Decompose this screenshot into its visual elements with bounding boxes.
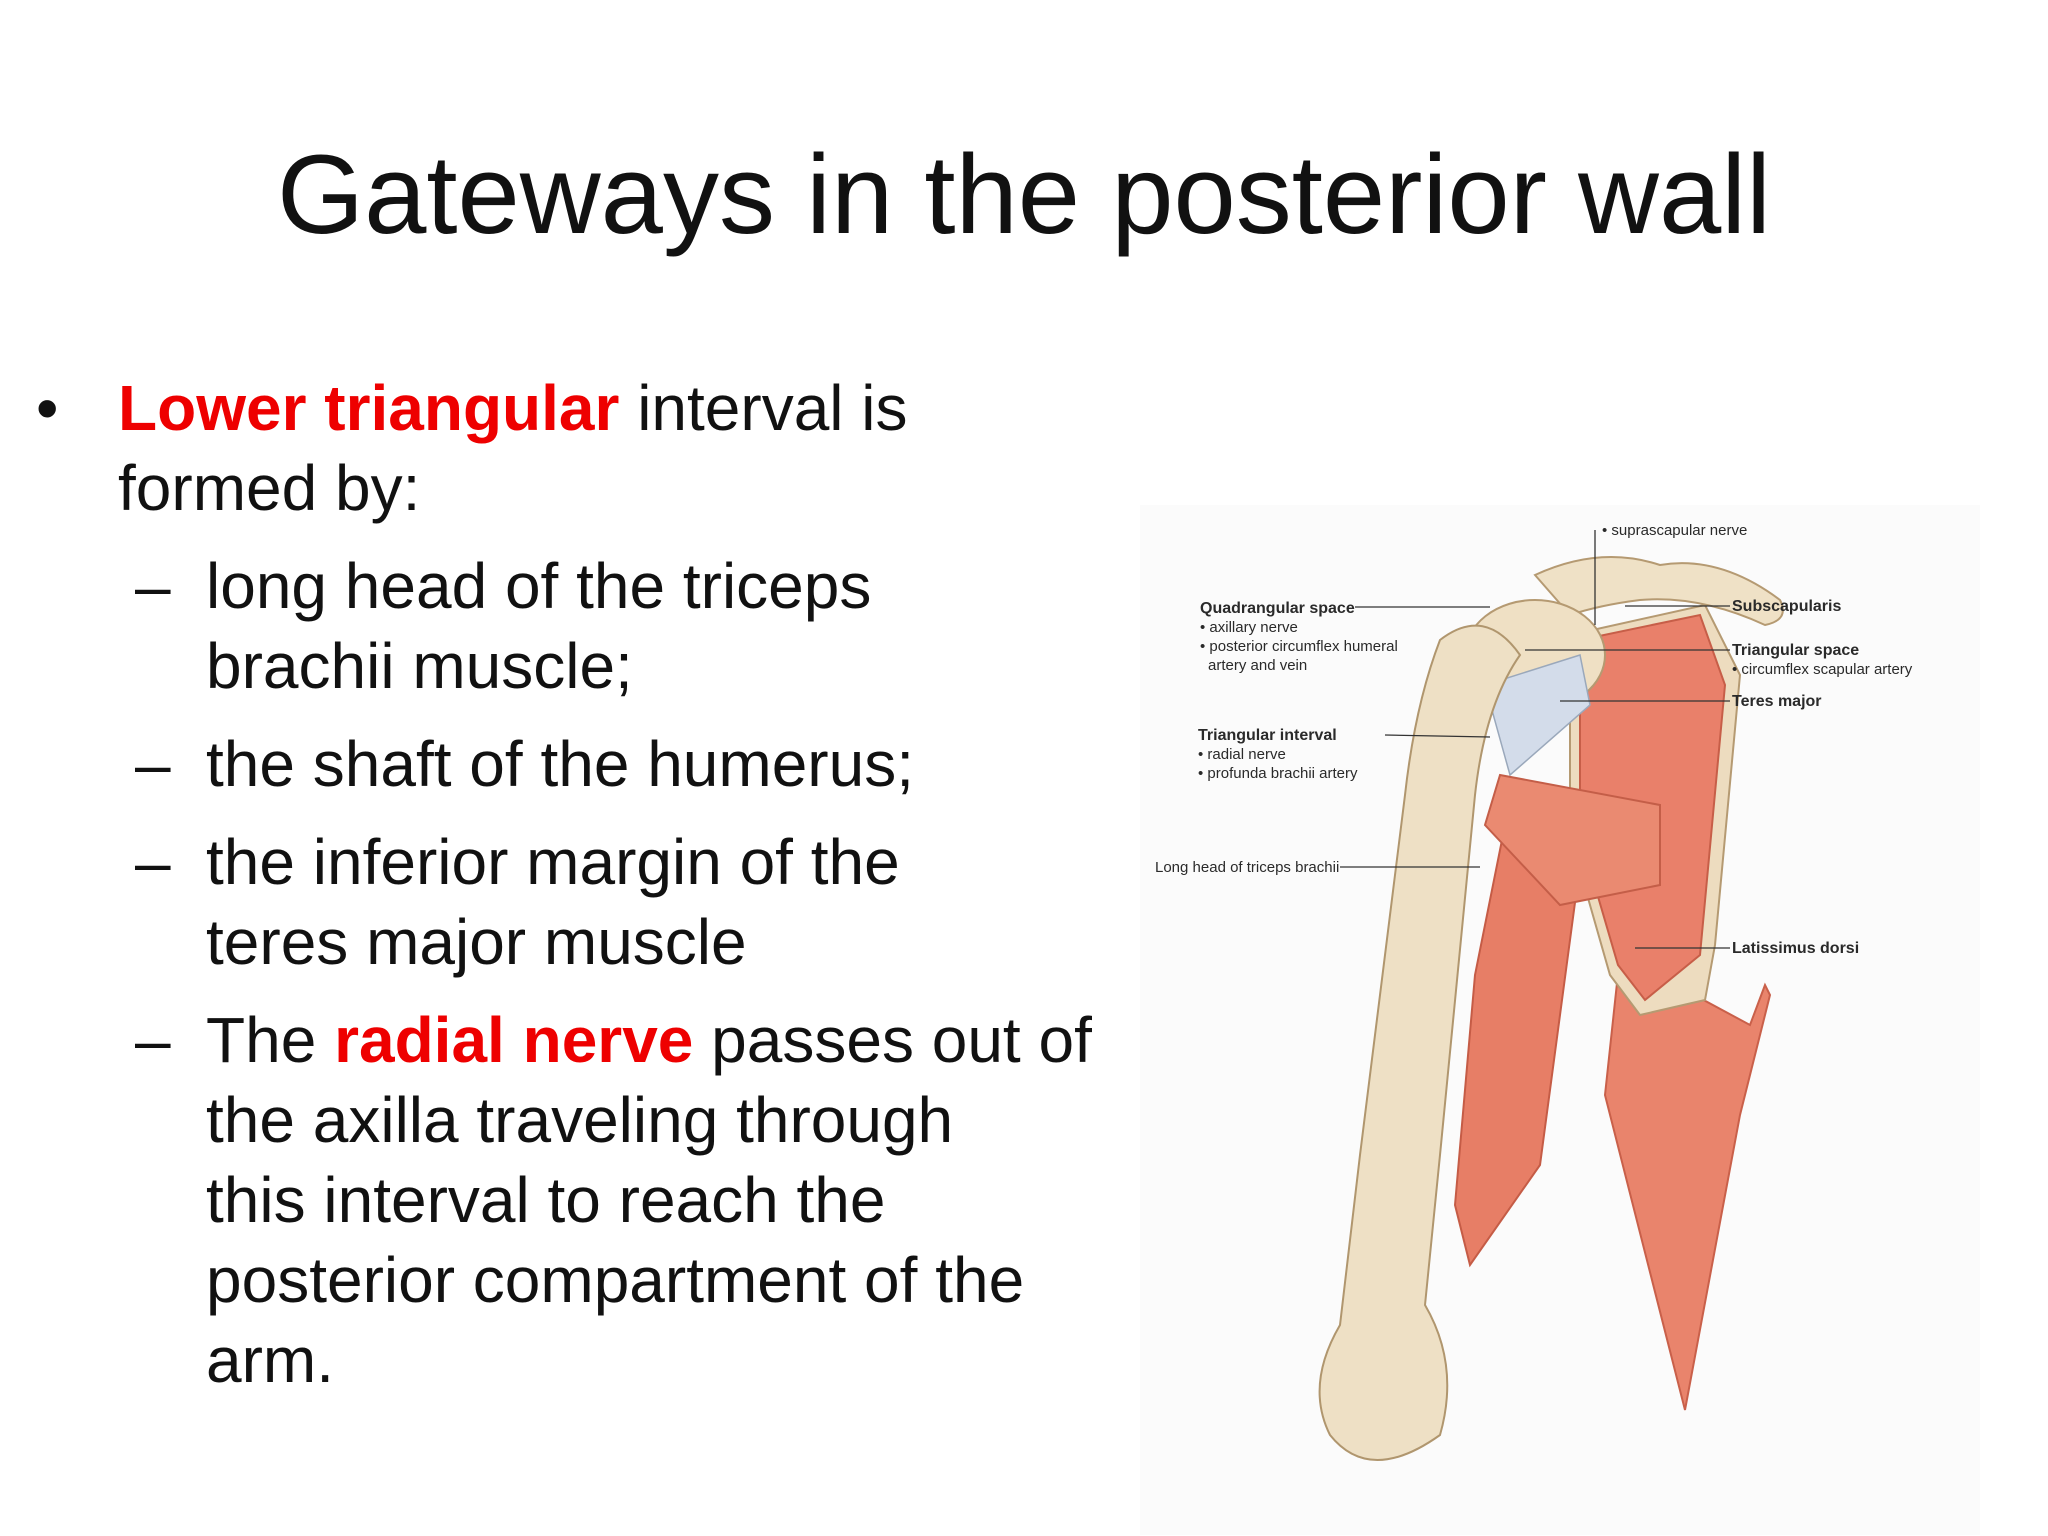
sub-item-line: teres major muscle <box>206 906 747 978</box>
dash: – <box>135 728 171 800</box>
sub-item-radial-nerve: – The radial nerve passes out of the axi… <box>30 1000 1150 1400</box>
humerus-bone <box>1318 624 1522 1461</box>
highlight-radial-nerve: radial nerve <box>334 1004 694 1076</box>
label-subscapularis: Subscapularis <box>1732 598 1841 615</box>
label-axillary-nerve: • axillary nerve <box>1200 619 1298 636</box>
label-teres-major: Teres major <box>1732 693 1822 710</box>
teres-major-muscle <box>1483 773 1661 907</box>
label-quadrangular-space: Quadrangular space <box>1200 600 1355 617</box>
label-profunda-brachii: • profunda brachii artery <box>1198 765 1358 782</box>
sub-item-line: the inferior margin of the <box>206 826 900 898</box>
label-suprascapular-nerve: • suprascapular nerve <box>1602 522 1747 539</box>
bullet-text-1: interval is <box>619 372 908 444</box>
sub-item-text: passes out of <box>693 1004 1092 1076</box>
dash: – <box>135 550 171 622</box>
shoulder-anatomy-figure: • suprascapular nerve Quadrangular space… <box>1140 505 1980 1535</box>
shoulder-anatomy-illustration: • suprascapular nerve Quadrangular space… <box>1140 505 1980 1535</box>
leader-line <box>1384 734 1491 738</box>
sub-item-long-head: – long head of the triceps brachii muscl… <box>30 546 1150 706</box>
sub-item-line: brachii muscle; <box>206 630 633 702</box>
clavicle-bone <box>1533 556 1784 627</box>
label-posterior-circumflex: • posterior circumflex humeral <box>1200 638 1398 655</box>
sub-item-text: The <box>206 1004 335 1076</box>
sub-item-humerus: – the shaft of the humerus; <box>30 724 1150 804</box>
label-triangular-space: Triangular space <box>1732 642 1859 659</box>
label-long-head-triceps: Long head of triceps brachii <box>1155 859 1339 876</box>
sub-item-line: posterior compartment of the <box>206 1244 1025 1316</box>
sub-item-line: the shaft of the humerus; <box>206 728 914 800</box>
tendon <box>1484 654 1591 777</box>
label-latissimus-dorsi: Latissimus dorsi <box>1732 940 1859 957</box>
sub-item-line: arm. <box>206 1324 334 1396</box>
highlight-lower-triangular: Lower triangular <box>118 372 620 444</box>
sub-item-line: this interval to reach the <box>206 1164 886 1236</box>
label-triangular-interval: Triangular interval <box>1198 727 1337 744</box>
bullet-main: • Lower triangular interval is formed by… <box>30 368 1150 528</box>
label-circumflex-scapular: • circumflex scapular artery <box>1732 661 1913 678</box>
bullet-dot: • <box>36 372 59 444</box>
label-radial-nerve: • radial nerve <box>1198 746 1286 763</box>
sub-item-line: the axilla traveling through <box>206 1084 954 1156</box>
dash: – <box>135 826 171 898</box>
sub-item-teres-major: – the inferior margin of the teres major… <box>30 822 1150 982</box>
sub-item-line: long head of the triceps <box>206 550 872 622</box>
bullet-text-2: formed by: <box>118 452 421 524</box>
bullet-list: • Lower triangular interval is formed by… <box>30 368 1150 1400</box>
label-artery-and-vein: artery and vein <box>1208 657 1307 674</box>
latissimus-dorsi-muscle <box>1603 953 1772 1411</box>
slide-title: Gateways in the posterior wall <box>276 132 1771 257</box>
dash: – <box>135 1004 171 1076</box>
